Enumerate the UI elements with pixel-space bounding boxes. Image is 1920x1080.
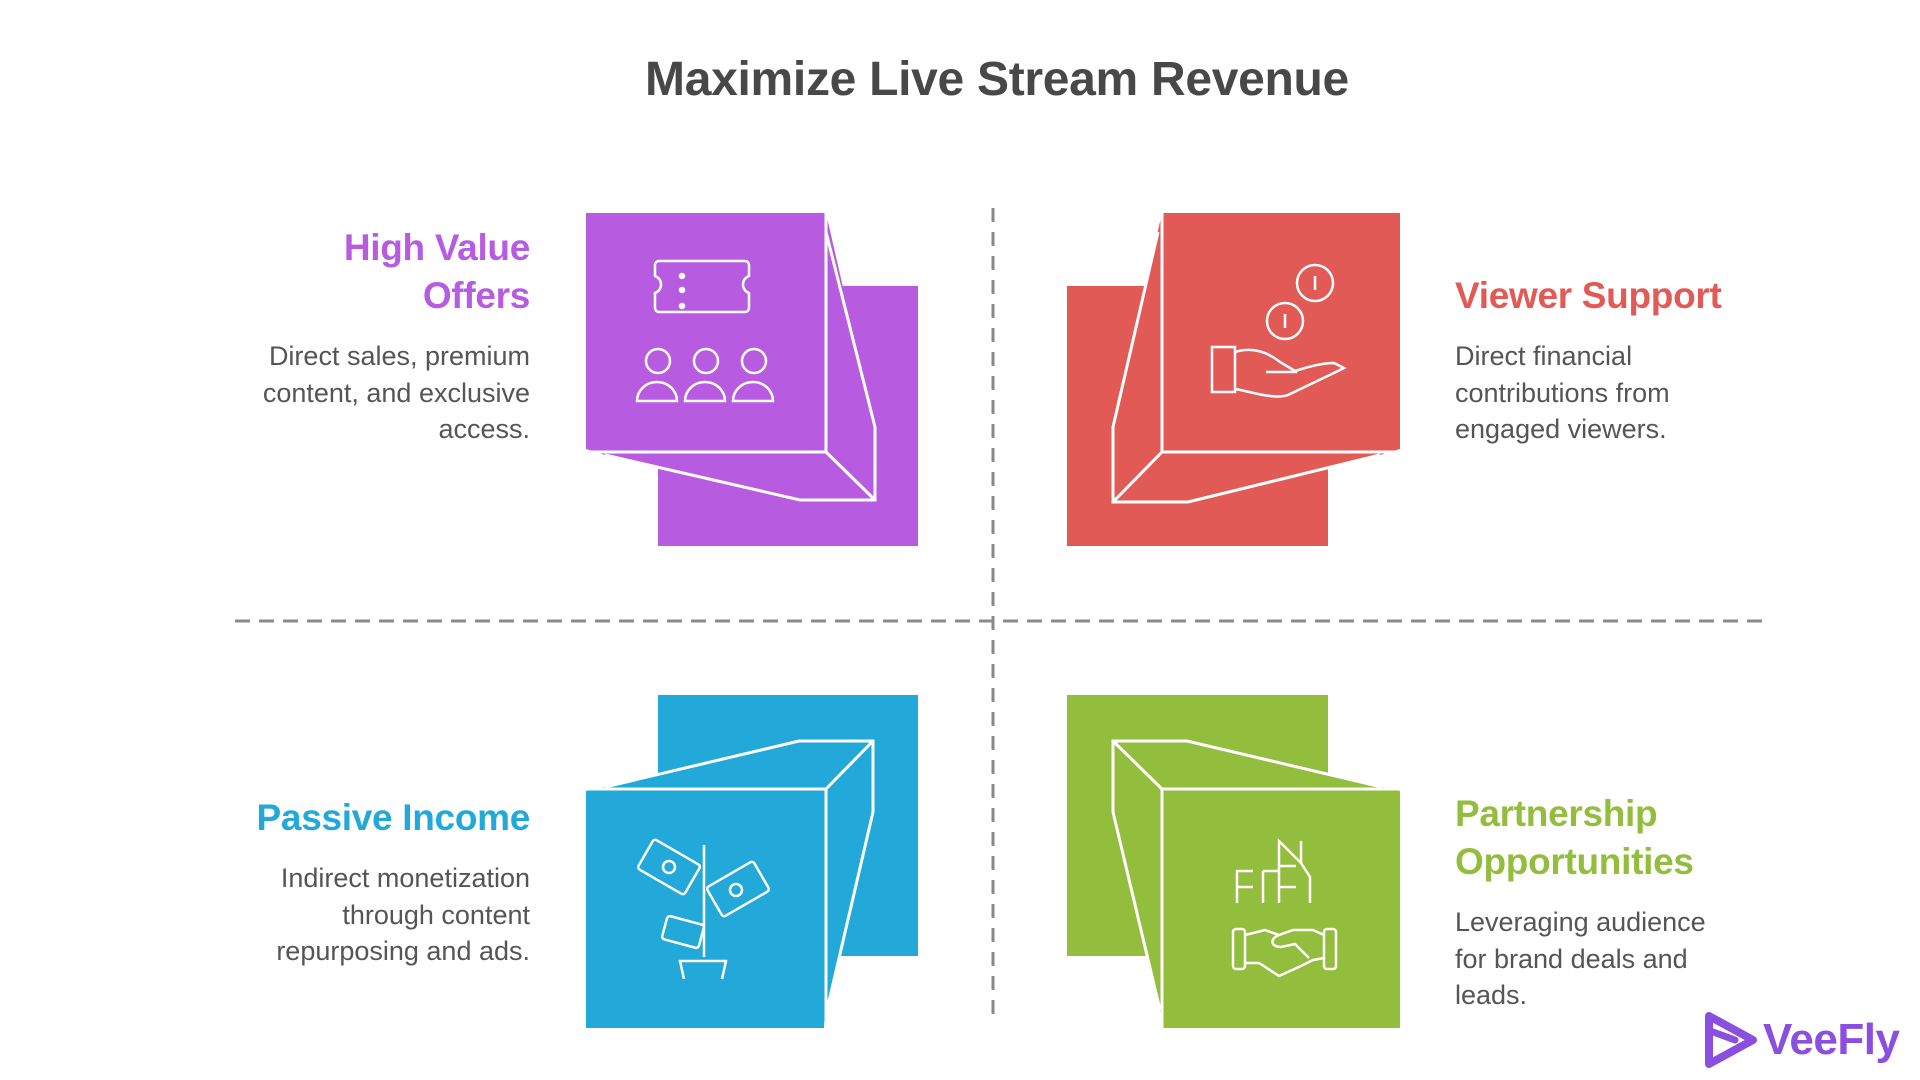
passive-income-graphic (586, 695, 918, 1028)
high-value-offers-description: Direct sales, premium content, and exclu… (262, 341, 530, 444)
high-value-offers-heading: High Value Offers (343, 227, 530, 316)
logo-text: VeeFly (1763, 1015, 1900, 1064)
viewer-support-block: Viewer Support Direct financial contribu… (1455, 272, 1755, 448)
page-title: Maximize Live Stream Revenue (645, 53, 1349, 106)
money-plant-icon (636, 838, 771, 980)
high-value-offers-graphic (586, 213, 918, 546)
passive-income-description: Indirect monetization through content re… (276, 863, 530, 966)
passive-income-block: Passive Income Indirect monetization thr… (230, 794, 531, 970)
handshake-buildings-icon (1231, 837, 1338, 978)
partnership-opportunities-heading: Partnership Opportunities (1455, 793, 1694, 882)
high-value-offers-block: High Value Offers Direct sales, premium … (230, 224, 530, 448)
veefly-logo: VeeFly (1703, 1010, 1900, 1070)
partnership-opportunities-block: Partnership Opportunities Leveraging aud… (1455, 790, 1755, 1014)
viewer-support-heading: Viewer Support (1455, 275, 1722, 316)
viewer-support-graphic (1067, 213, 1400, 546)
partnership-opportunities-graphic (1067, 695, 1400, 1028)
viewer-support-description: Direct financial contributions from enga… (1455, 341, 1670, 444)
play-triangle-logo-icon (1705, 1012, 1757, 1068)
partnership-opportunities-description: Leveraging audience for brand deals and … (1455, 907, 1706, 1010)
ticket-audience-icon (635, 259, 775, 403)
passive-income-heading: Passive Income (256, 797, 531, 838)
hand-coins-icon (1210, 263, 1347, 398)
